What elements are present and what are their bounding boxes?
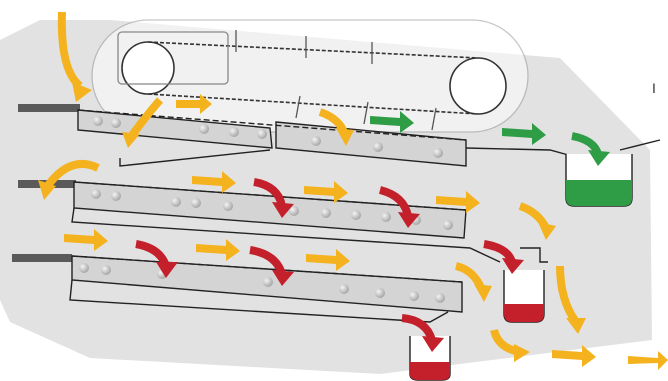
particles bbox=[79, 116, 453, 303]
green-arrow-head bbox=[588, 150, 610, 166]
conveyor-belt-icon bbox=[91, 19, 529, 133]
arrow-heads-yellow bbox=[38, 82, 586, 362]
arrow-heads-red bbox=[156, 202, 524, 352]
connecting-lines bbox=[119, 139, 661, 167]
trough-upper bbox=[77, 109, 467, 167]
green-arrows bbox=[370, 111, 546, 145]
vessel-red-lower bbox=[409, 336, 451, 381]
vessel-green bbox=[565, 154, 633, 207]
arrow-right-icon bbox=[64, 94, 668, 370]
edge-label: I bbox=[652, 80, 656, 96]
vessel-red-middle bbox=[503, 247, 548, 323]
